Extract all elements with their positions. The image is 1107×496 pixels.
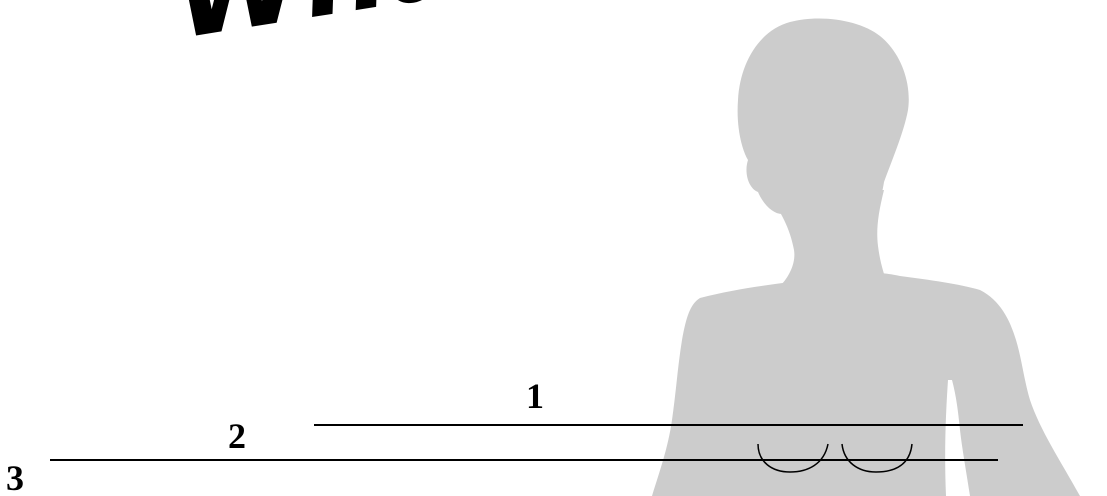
female-torso-silhouette-icon (652, 18, 1080, 496)
silhouette-neck (770, 190, 890, 290)
heading-group: Wha (163, 0, 475, 66)
label-2: 2 (228, 416, 246, 456)
label-1: 1 (526, 376, 544, 416)
label-3: 3 (6, 458, 24, 496)
left-cup-curve (757, 443, 829, 473)
right-cup-curve (841, 443, 913, 473)
heading-text: Wha (163, 0, 475, 66)
silhouette-torso (652, 272, 1080, 496)
silhouette-head (737, 18, 909, 226)
